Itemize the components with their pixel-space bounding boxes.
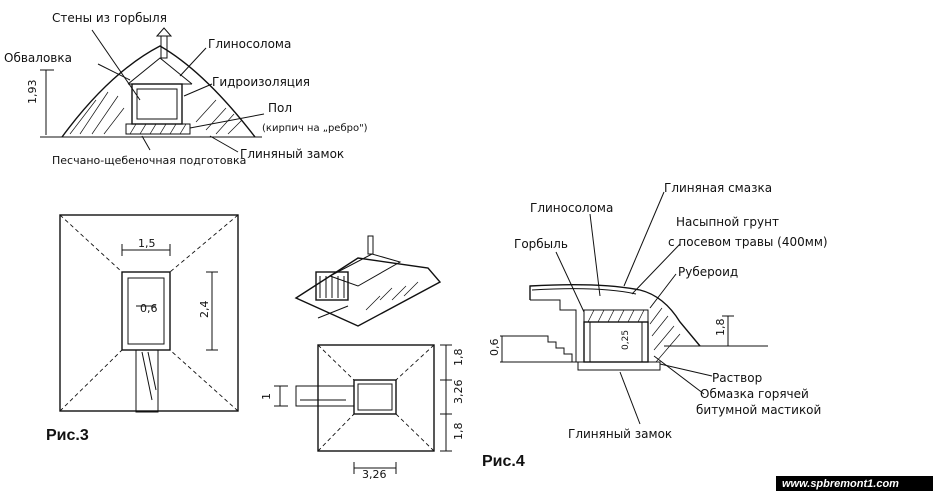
fig4-label-bitumen-2: битумной мастикой bbox=[696, 403, 821, 417]
leader-walls bbox=[91, 29, 141, 101]
fig4-dim-inner: 0,25 bbox=[621, 330, 631, 350]
iso-door-block bbox=[315, 271, 349, 301]
leader-clay-lock bbox=[209, 135, 239, 153]
plan2-side-dim-3: 1,8 bbox=[452, 423, 465, 441]
plan2-outer bbox=[317, 344, 435, 452]
leader-floor bbox=[189, 113, 265, 129]
room-box bbox=[131, 83, 183, 125]
leader-fig4-clay-lock bbox=[619, 371, 641, 425]
leader-fig4-mortar bbox=[659, 363, 713, 377]
height-dim: 1,93 bbox=[26, 80, 39, 105]
fig4-label-clay-lock: Глиняный замок bbox=[568, 427, 672, 441]
leader-embankment bbox=[97, 63, 131, 81]
plan2-room bbox=[353, 379, 397, 415]
plan-outer bbox=[59, 214, 239, 412]
fig4-label-fill-soil-1: Насыпной грунт bbox=[676, 215, 779, 229]
watermark-text: www.spbremont1.com bbox=[782, 478, 899, 490]
plan-inner-dim: 0,6 bbox=[140, 302, 158, 315]
label-floor: Пол bbox=[268, 101, 292, 115]
watermark-background bbox=[776, 476, 933, 491]
plan2-entrance bbox=[295, 385, 355, 407]
iso-vent bbox=[367, 235, 374, 255]
fig3-caption: Рис.3 bbox=[46, 427, 89, 444]
fig4-label-roofing: Рубероид bbox=[678, 265, 738, 279]
label-walls: Стены из горбыля bbox=[52, 11, 167, 25]
iso-mound-outline bbox=[294, 257, 442, 327]
fig4-embankment bbox=[529, 283, 701, 347]
fig4-entrance-wall bbox=[530, 299, 577, 362]
room-inner bbox=[136, 88, 178, 120]
fig4-floor bbox=[577, 361, 661, 371]
fig4-label-mortar: Раствор bbox=[712, 371, 762, 385]
label-clay-straw: Глиносолома bbox=[208, 37, 291, 51]
floor-slab bbox=[125, 123, 191, 135]
leader-fig4-clay-coat bbox=[623, 191, 665, 287]
embankment-hatching bbox=[69, 91, 243, 135]
top-section-drawing: 1,93 Стены из горбыля Обваловка Глиносол… bbox=[4, 11, 368, 167]
fig4-label-bitumen-1: Обмазка горячей bbox=[700, 387, 809, 401]
plan-length-dim: 2,4 bbox=[198, 301, 211, 319]
leader-waterproofing bbox=[183, 83, 213, 97]
fig4-section-drawing: 1,8 0,6 0,25 Глиносолома Глиняная смазка… bbox=[482, 181, 828, 470]
label-clay-lock: Глиняный замок bbox=[240, 147, 344, 161]
leader-fig4-slab bbox=[555, 251, 585, 313]
fig4-clay-coat bbox=[531, 288, 637, 295]
fig3-isometric-drawing bbox=[294, 235, 442, 327]
fig4-label-fill-soil-2: с посевом травы (400мм) bbox=[668, 235, 828, 249]
fig4-dim-left: 0,6 bbox=[488, 339, 501, 357]
plan2-left-dim: 1 bbox=[260, 393, 273, 400]
vent-cap bbox=[155, 27, 173, 37]
embankment-mound bbox=[61, 45, 256, 138]
label-floor-note: (кирпич на „ребро") bbox=[262, 123, 368, 134]
label-waterproofing: Гидроизоляция bbox=[212, 75, 310, 89]
plan-room-inner bbox=[127, 277, 165, 345]
leader-fig4-bitumen bbox=[653, 355, 705, 395]
inner-roof bbox=[127, 57, 193, 85]
leader-fig4-clay-straw bbox=[589, 213, 601, 297]
label-walls-text: Стены из горбыля bbox=[52, 11, 167, 25]
leader-fig4-fill-soil bbox=[631, 243, 681, 295]
fig4-room bbox=[583, 321, 649, 363]
fig4-label-clay-coat: Глиняная смазка bbox=[664, 181, 772, 195]
label-embankment: Обваловка bbox=[4, 51, 72, 65]
fig4-label-clay-straw: Глиносолома bbox=[530, 201, 613, 215]
plan2-room-inner bbox=[357, 383, 393, 411]
fig4-caption: Рис.4 bbox=[482, 453, 525, 470]
fig4-label-slab: Горбыль bbox=[514, 237, 568, 251]
label-sand-gravel: Песчано-щебеночная подготовка bbox=[52, 154, 246, 167]
fig4-stairs bbox=[540, 335, 573, 362]
leader-sand bbox=[141, 135, 151, 151]
floor-hatching bbox=[129, 123, 187, 135]
leader-fig4-roofing bbox=[649, 273, 677, 309]
plan2-side-dim-2: 3,26 bbox=[452, 380, 465, 405]
leader-clay-straw bbox=[179, 47, 207, 77]
plan2-side-dim-1: 1,8 bbox=[452, 349, 465, 367]
fig3-plan2-drawing: 1 1,8 3,26 1,8 3,26 bbox=[260, 344, 465, 481]
plan2-bottom-dim: 3,26 bbox=[362, 468, 387, 481]
fig3-plan-drawing: 1,5 0,6 2,4 Рис.3 bbox=[46, 214, 239, 444]
fig4-embankment-hatching bbox=[649, 307, 681, 363]
plan-width-dim: 1,5 bbox=[138, 237, 156, 250]
plan-entrance bbox=[135, 349, 159, 413]
fig4-dim-right: 1,8 bbox=[714, 319, 727, 337]
fig4-roof-slab bbox=[583, 309, 649, 323]
